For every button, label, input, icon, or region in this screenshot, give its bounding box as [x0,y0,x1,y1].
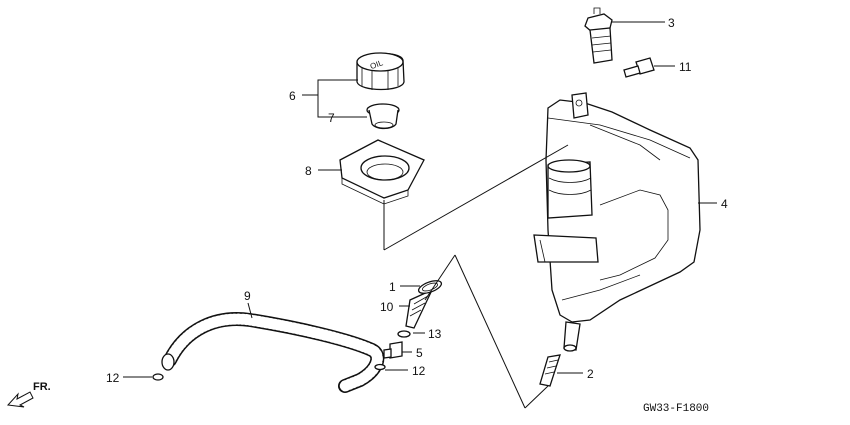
oil-tank [533,92,701,352]
oil-level-switch [584,7,613,64]
callout-8: 8 [305,164,312,178]
hose-fitting [383,341,403,359]
callout-12-right: 12 [412,364,426,378]
callout-12-left: 12 [106,371,120,385]
leader-lines [123,21,717,378]
clip-left [152,373,164,381]
callout-7: 7 [328,111,335,125]
oil-hose [161,312,385,393]
oil-filler-cap: OIL [356,52,405,91]
callout-3: 3 [668,16,675,30]
callout-2: 2 [587,367,594,381]
callout-5: 5 [416,346,423,360]
assembly-lines [383,144,569,409]
outlet-joint [539,354,561,387]
front-direction-label: FR. [33,381,51,393]
callout-13: 13 [428,327,442,341]
tank-cushion [339,139,425,205]
callout-4: 4 [721,197,728,211]
callout-1: 1 [389,280,396,294]
front-direction-arrow: FR. [6,381,51,408]
cap-seal [366,103,400,130]
o-ring [397,330,411,338]
diagram-code: GW33-F1800 [643,403,709,415]
bolt [623,57,655,78]
callout-9: 9 [244,289,251,303]
callout-11: 11 [679,60,692,74]
clip-right [374,363,386,371]
cap-oil-marking: OIL [369,58,385,71]
callout-6: 6 [289,89,296,103]
callout-10: 10 [380,300,394,314]
